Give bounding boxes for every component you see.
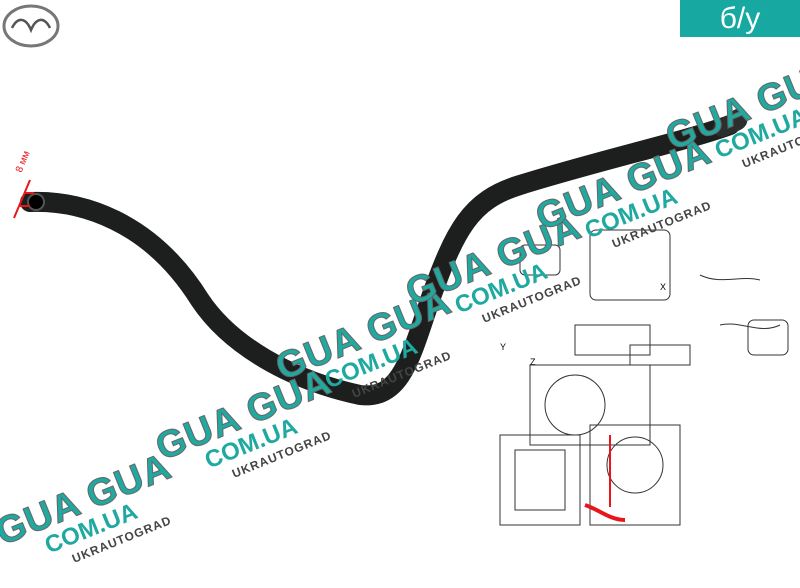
mazda-logo [2,4,60,48]
hose-photo [13,109,748,406]
diagram-label: Y [500,342,506,352]
used-condition-badge: б/у [680,0,800,37]
diagram-label: Z [530,357,536,367]
parts-diagram: X Y Z [499,229,789,526]
diagram-label: X [660,282,666,292]
dimension-arrow-icon [13,179,34,219]
